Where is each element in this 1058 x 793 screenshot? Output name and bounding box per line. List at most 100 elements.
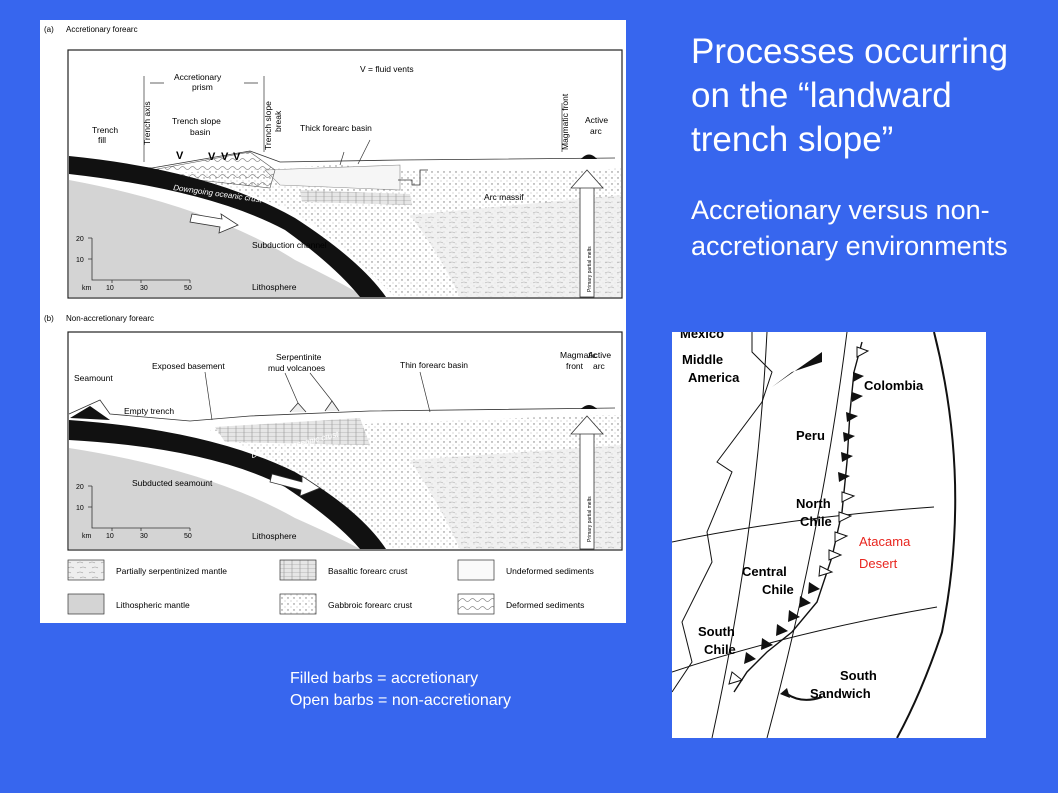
- map-label-mexico: Mexico: [680, 332, 724, 341]
- panel-a-trench-fill-label: fill: [98, 135, 106, 145]
- map-label-central-chile: Chile: [762, 582, 794, 597]
- panel-a-scale-label: 20: [76, 236, 84, 243]
- panel-a-vent-mark: V: [221, 151, 229, 163]
- panel-b-scale-label: km: [82, 533, 92, 540]
- legend-swatch-basaltic: [279, 559, 317, 581]
- filled-barbs-note: Filled barbs = accretionary: [290, 670, 479, 687]
- panel-a-vent-mark: V: [233, 151, 241, 163]
- map-graticule: [671, 331, 938, 739]
- panel-a-step-fault: [398, 169, 428, 186]
- map-label-america: America: [688, 370, 740, 385]
- panel-b-leader-lines: [204, 371, 431, 421]
- map-motion-arrow: [786, 693, 823, 701]
- panel-a-melts-label: Primary partial melts: [587, 246, 593, 292]
- panel-b-seamount-label: Subducted seamount: [132, 478, 213, 488]
- panel-a-scale-label: 30: [140, 285, 148, 292]
- map-globe-outline: [896, 331, 957, 739]
- legend-swatch-gabbroic: [279, 593, 317, 615]
- panel-b-volcano: [581, 405, 597, 409]
- panel-b-seamount-label: Seamount: [74, 373, 113, 383]
- panel-a-slope-break-label: break: [273, 110, 283, 132]
- panel-a-slope-basin-label: basin: [190, 127, 211, 137]
- legend-swatch-serpentinized: [67, 559, 105, 581]
- panel-b-scale-label: 10: [106, 533, 114, 540]
- panel-a-mantle-wedge: [410, 195, 621, 297]
- map-label-south: South: [698, 624, 735, 639]
- map-label-north: North: [796, 496, 831, 511]
- map-arrow: [772, 352, 822, 387]
- map-open-barbs: [728, 346, 870, 685]
- barb-legend-note: Filled barbs = accretionary Open barbs =…: [290, 668, 511, 712]
- panel-b-scale-label: 10: [76, 505, 84, 512]
- slide-title: Processes occurring on the “landward tre…: [691, 32, 1009, 159]
- panel-b-convergence-arrow: [269, 473, 321, 497]
- panel-a-trench-fill-label: Trench: [92, 125, 118, 135]
- panel-b-empty-trench-label: Empty trench: [124, 406, 174, 416]
- panel-a-leader-lines: [339, 103, 563, 166]
- panel-a-scale-label: 50: [184, 285, 192, 292]
- panel-a-forearc-basin-label: Thick forearc basin: [300, 123, 372, 133]
- panel-b-serpentinite-label: Serpentinite: [276, 352, 322, 362]
- map-label-desert: Desert: [859, 556, 898, 571]
- legend-swatch-undeformed: [457, 559, 495, 581]
- panel-a-magmatic-front-label: Magmatic front: [560, 93, 570, 150]
- legend-label: Lithospheric mantle: [116, 600, 190, 610]
- panel-b-active-arc-label: Active: [588, 350, 611, 360]
- panel-b-scale-label: 50: [184, 533, 192, 540]
- panel-b-forearc-basin-label: Thin forearc basin: [400, 360, 468, 370]
- legend-label: Gabbroic forearc crust: [328, 600, 413, 610]
- legend-label: Partially serpentinized mantle: [116, 566, 227, 576]
- panel-b-title: Non-accretionary forearc: [66, 314, 154, 323]
- panel-a-lithosphere-region: [69, 180, 365, 297]
- map-plate-boundary: [671, 332, 773, 693]
- panel-b-magmatic-label: Magmatic: [560, 350, 598, 360]
- legend-swatch-deformed: [457, 593, 495, 615]
- panel-b-serpentinite-label: mud volcanoes: [268, 363, 325, 373]
- panel-b-scale-label: 30: [140, 533, 148, 540]
- south-america-trench-map: Mexico Middle America Colombia Peru Nort…: [671, 326, 986, 739]
- map-label-central: Central: [742, 564, 787, 579]
- legend-label: Basaltic forearc crust: [328, 566, 408, 576]
- panel-a-leader-lines: [143, 76, 265, 162]
- panel-a-forearc-basin: [264, 164, 401, 191]
- panel-b-downgoing-slab: [69, 420, 386, 549]
- panel-a-scale-label: 10: [76, 257, 84, 264]
- map-label-south-chile: Chile: [704, 642, 736, 657]
- panel-b-mantle-wedge: [410, 445, 621, 549]
- map-label-north-chile: Chile: [800, 514, 832, 529]
- map-label-colombia: Colombia: [864, 378, 924, 393]
- panel-a-lithosphere-label: Lithosphere: [252, 282, 297, 292]
- map-label-south2: South: [840, 668, 877, 683]
- panel-a-volcano: [581, 154, 597, 159]
- panel-b-scale-label: 20: [76, 484, 84, 491]
- map-svg: Mexico Middle America Colombia Peru Nort…: [671, 326, 986, 739]
- map-label-atacama: Atacama: [859, 534, 911, 549]
- panel-a-downgoing-slab: [69, 156, 386, 297]
- panel-a-slope-basin-label: Trench slope: [172, 116, 221, 126]
- panel-a-convergence-arrow: [189, 213, 239, 234]
- slide-subtitle: Accretionary versus non-accretionary env…: [691, 195, 1008, 261]
- panel-a-active-arc-label: Active: [585, 115, 608, 125]
- panel-b-magmatic-label: front: [566, 361, 584, 371]
- forearc-cross-section-svg: (a) Accretionary forearc V V V V Trench …: [44, 25, 623, 615]
- open-barbs-note: Open barbs = non-accretionary: [290, 692, 512, 709]
- panel-b-tag: (b): [44, 314, 54, 323]
- panel-b-lithosphere-label: Lithosphere: [252, 531, 297, 541]
- forearc-cross-section-figure: (a) Accretionary forearc V V V V Trench …: [40, 20, 626, 623]
- panel-b-lithosphere-region: [69, 448, 360, 549]
- panel-a-basaltic-crust: [300, 190, 412, 205]
- legend-label: Undeformed sediments: [506, 566, 594, 576]
- panel-a-prism-label: prism: [192, 82, 213, 92]
- panel-a-active-arc-label: arc: [590, 126, 603, 136]
- map-motion-arrowhead: [780, 688, 790, 698]
- panel-a-slope-break-label: Trench slope: [263, 101, 273, 150]
- panel-a-scale-label: 10: [106, 285, 114, 292]
- map-label-middle: Middle: [682, 352, 723, 367]
- panel-b-scale-bar: [88, 485, 191, 531]
- panel-b-basaltic-crust: [215, 418, 370, 445]
- panel-b-melt-arrow: [570, 415, 604, 435]
- panel-a-scale-label: km: [82, 285, 92, 292]
- panel-a-melt-arrow: [570, 169, 604, 189]
- panel-a-title: Accretionary forearc: [66, 25, 138, 34]
- panel-b-basement-label: Exposed basement: [152, 361, 225, 371]
